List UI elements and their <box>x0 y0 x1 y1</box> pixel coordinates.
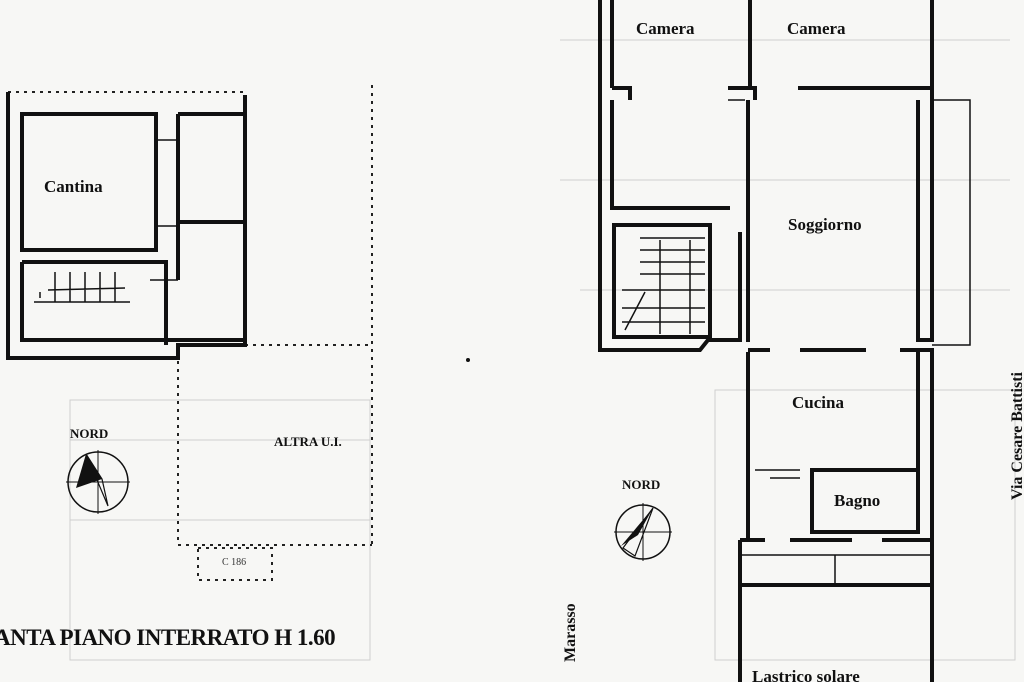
street-label-marasso: Marasso <box>562 603 579 662</box>
compass-icon <box>614 503 672 561</box>
svg-text:C 186: C 186 <box>222 557 246 568</box>
compass-icon <box>66 450 130 514</box>
room-label-lastrico: Lastrico solare <box>752 667 860 682</box>
apartment-plan <box>598 0 971 682</box>
background-ghost-lines <box>69 39 1016 661</box>
north-label-left: NORD <box>70 426 108 441</box>
north-label-right: NORD <box>622 477 660 492</box>
street-label-cesare-battisti: Via Cesare Battisti <box>1009 371 1024 500</box>
room-label-camera-2: Camera <box>787 19 846 38</box>
basement-plan: C 186 <box>6 85 373 581</box>
room-label-altra-ui: ALTRA U.I. <box>274 434 342 449</box>
basement-caption: ANTA PIANO INTERRATO H 1.60 <box>0 625 335 650</box>
room-label-cucina: Cucina <box>792 393 844 412</box>
room-label-cantina: Cantina <box>44 177 103 196</box>
room-label-soggiorno: Soggiorno <box>788 215 862 234</box>
scan-dot <box>466 358 470 362</box>
room-label-bagno: Bagno <box>834 491 880 510</box>
room-label-camera-1: Camera <box>636 19 695 38</box>
